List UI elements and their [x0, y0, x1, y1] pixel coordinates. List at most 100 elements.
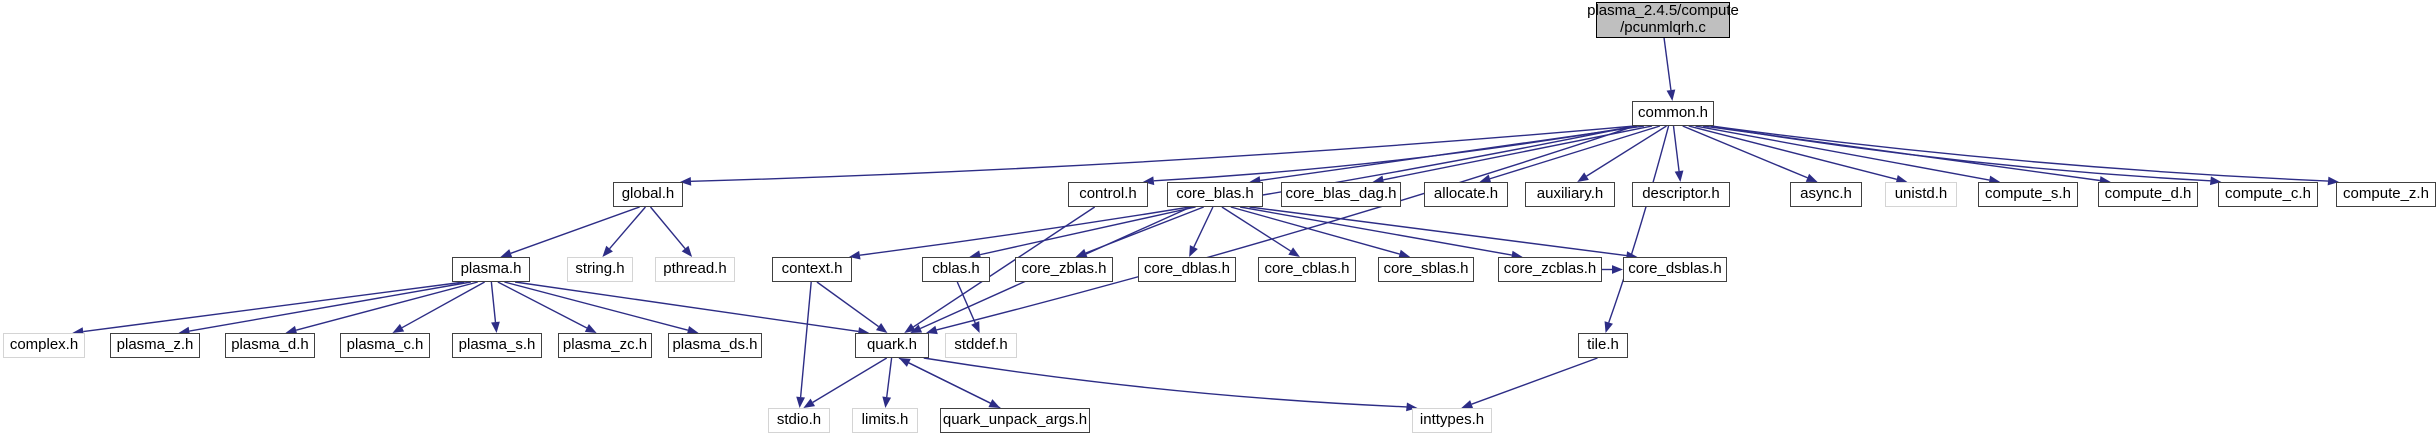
- graph-node-plasma_zc[interactable]: plasma_zc.h: [558, 333, 652, 358]
- graph-node-global[interactable]: global.h: [613, 182, 683, 207]
- graph-edge-common-to-compute_s: [1695, 125, 1990, 181]
- graph-arrowhead-common-to-compute_z: [2327, 176, 2339, 186]
- graph-arrowhead-global-to-pthread: [681, 245, 693, 257]
- graph-node-core_zblas[interactable]: core_zblas.h: [1015, 257, 1113, 282]
- graph-node-plasma_d[interactable]: plasma_d.h: [225, 333, 315, 358]
- graph-arrowhead-plasma-to-plasma_ds: [686, 325, 699, 335]
- graph-arrowhead-cblas-to-stddef: [971, 321, 980, 333]
- graph-edge-core_blas-to-core_dblas: [1193, 206, 1214, 248]
- graph-node-compute_z[interactable]: compute_z.h: [2336, 182, 2436, 207]
- graph-edge-control-to-quark: [913, 206, 1096, 328]
- graph-arrowhead-core_zcblas-to-core_dsblas: [1612, 265, 1623, 274]
- graph-arrowhead-common-to-tile: [1604, 321, 1613, 333]
- graph-node-pthread[interactable]: pthread.h: [655, 257, 735, 282]
- graph-node-compute_d[interactable]: compute_d.h: [2098, 182, 2198, 207]
- graph-edge-plasma-to-quark: [514, 281, 859, 333]
- graph-edge-plasma-to-plasma_d: [295, 281, 478, 331]
- graph-arrowhead-core_blas-to-core_cblas: [1288, 247, 1300, 257]
- graph-node-compute_c[interactable]: compute_c.h: [2218, 182, 2318, 207]
- graph-edge-common-to-tile: [1608, 125, 1670, 323]
- graph-node-core_blas[interactable]: core_blas.h: [1167, 182, 1263, 207]
- graph-node-plasma_z[interactable]: plasma_z.h: [110, 333, 200, 358]
- graph-node-unistd[interactable]: unistd.h: [1885, 182, 1957, 207]
- graph-edge-common-to-core_blas: [1260, 125, 1645, 182]
- graph-node-root[interactable]: plasma_2.4.5/compute /pcunmlqrh.c: [1587, 2, 1739, 38]
- graph-node-quark_unpack[interactable]: quark_unpack_args.h: [940, 408, 1090, 433]
- graph-node-context[interactable]: context.h: [772, 257, 852, 282]
- graph-node-plasma_ds[interactable]: plasma_ds.h: [668, 333, 762, 358]
- graph-node-complex[interactable]: complex.h: [3, 333, 85, 358]
- graph-edge-global-to-plasma: [510, 206, 640, 254]
- graph-node-plasma[interactable]: plasma.h: [452, 257, 530, 282]
- graph-arrowhead-core_blas-to-quark: [910, 324, 923, 333]
- graph-arrowhead-context-to-stdio: [796, 396, 805, 408]
- graph-edge-quark_unpack-to-quark: [908, 362, 1001, 409]
- graph-node-quark[interactable]: quark.h: [855, 333, 929, 358]
- graph-node-common[interactable]: common.h: [1632, 101, 1714, 126]
- graph-edge-common-to-quark: [936, 125, 1636, 331]
- graph-edge-core_blas-to-core_dsblas: [1249, 206, 1627, 257]
- graph-edge-global-to-pthread: [649, 206, 686, 249]
- graph-node-control[interactable]: control.h: [1068, 182, 1148, 207]
- graph-node-string[interactable]: string.h: [567, 257, 633, 282]
- graph-node-inttypes[interactable]: inttypes.h: [1412, 408, 1492, 433]
- graph-node-limits[interactable]: limits.h: [852, 408, 918, 433]
- graph-node-core_dblas[interactable]: core_dblas.h: [1138, 257, 1236, 282]
- graph-edge-quark-to-inttypes: [923, 357, 1407, 408]
- graph-edge-context-to-quark: [816, 281, 879, 328]
- graph-edge-common-to-auxiliary: [1586, 125, 1667, 177]
- graph-edge-plasma-to-plasma_s: [490, 281, 497, 323]
- graph-arrowhead-plasma-to-plasma_d: [285, 325, 298, 335]
- graph-arrowhead-quark_unpack-to-quark: [898, 358, 911, 367]
- graph-arrowhead-core_blas-to-core_sblas: [1398, 249, 1411, 259]
- graph-node-tile[interactable]: tile.h: [1578, 333, 1628, 358]
- graph-node-descriptor[interactable]: descriptor.h: [1632, 182, 1730, 207]
- graph-edge-common-to-compute_z: [1710, 125, 2329, 182]
- graph-arrowhead-root-to-common: [1666, 89, 1676, 101]
- graph-node-cblas[interactable]: cblas.h: [922, 257, 990, 282]
- graph-edge-plasma-to-plasma_zc: [497, 281, 588, 329]
- graph-arrowhead-quark-to-inttypes: [1406, 402, 1418, 412]
- graph-node-stdio[interactable]: stdio.h: [768, 408, 830, 433]
- graph-arrowhead-core_blas-to-cblas: [969, 250, 982, 259]
- graph-edge-common-to-async: [1682, 125, 1808, 179]
- graph-arrowhead-core_blas-to-core_dblas: [1189, 245, 1198, 257]
- graph-arrowhead-tile-to-inttypes: [1461, 400, 1474, 409]
- graph-node-core_cblas[interactable]: core_cblas.h: [1258, 257, 1356, 282]
- graph-node-core_sblas[interactable]: core_sblas.h: [1378, 257, 1474, 282]
- graph-edge-common-to-allocate: [1489, 125, 1661, 180]
- graph-arrowhead-common-to-auxiliary: [1577, 172, 1589, 182]
- graph-node-plasma_s[interactable]: plasma_s.h: [452, 333, 542, 358]
- graph-edge-quark-to-limits: [886, 357, 893, 398]
- graph-arrowhead-quark-to-stdio: [803, 398, 816, 408]
- graph-arrowhead-context-to-quark: [875, 322, 888, 333]
- graph-node-core_dsblas[interactable]: core_dsblas.h: [1623, 257, 1727, 282]
- graph-arrowhead-global-to-plasma: [500, 249, 513, 258]
- graph-edge-common-to-unistd: [1688, 125, 1897, 180]
- graph-node-compute_s[interactable]: compute_s.h: [1978, 182, 2078, 207]
- graph-edge-core_blas-to-core_sblas: [1230, 206, 1400, 255]
- graph-edge-plasma-to-complex: [83, 281, 465, 333]
- graph-edge-core_blas-to-cblas: [979, 206, 1196, 256]
- graph-arrowhead-plasma-to-plasma_s: [491, 321, 500, 333]
- graph-edge-common-to-compute_c: [1710, 125, 2211, 182]
- graph-node-core_zcblas[interactable]: core_zcblas.h: [1498, 257, 1602, 282]
- graph-node-plasma_c[interactable]: plasma_c.h: [340, 333, 430, 358]
- graph-arrowhead-plasma-to-plasma_zc: [584, 324, 597, 333]
- graph-arrowhead-common-to-control: [1142, 176, 1155, 186]
- graph-arrowhead-common-to-allocate: [1479, 174, 1492, 183]
- graph-edge-common-to-descriptor: [1672, 125, 1680, 172]
- graph-edge-plasma-to-plasma_ds: [504, 281, 689, 331]
- graph-arrowhead-common-to-global: [680, 176, 692, 186]
- graph-node-stddef[interactable]: stddef.h: [945, 333, 1017, 358]
- graph-arrowhead-global-to-string: [602, 245, 613, 257]
- graph-node-async[interactable]: async.h: [1790, 182, 1862, 207]
- graph-node-auxiliary[interactable]: auxiliary.h: [1525, 182, 1615, 207]
- graph-edge-core_blas-to-core_zcblas: [1240, 206, 1512, 256]
- graph-edge-root-to-common: [1663, 37, 1672, 91]
- graph-node-allocate[interactable]: allocate.h: [1424, 182, 1508, 207]
- graph-node-core_blas_dag[interactable]: core_blas_dag.h: [1281, 182, 1401, 207]
- graph-arrowhead-common-to-compute_c: [2209, 176, 2222, 186]
- graph-edge-plasma-to-plasma_z: [189, 281, 471, 332]
